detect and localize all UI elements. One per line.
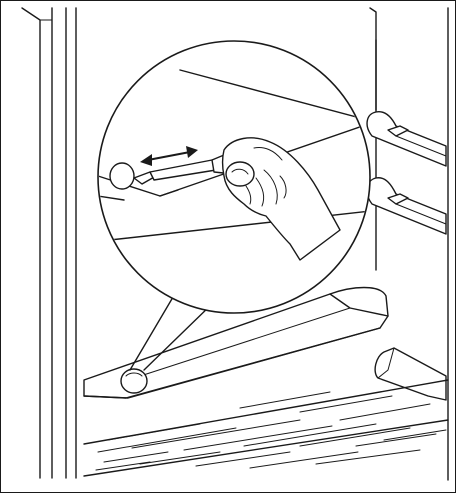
adjustment-screw <box>110 163 134 189</box>
